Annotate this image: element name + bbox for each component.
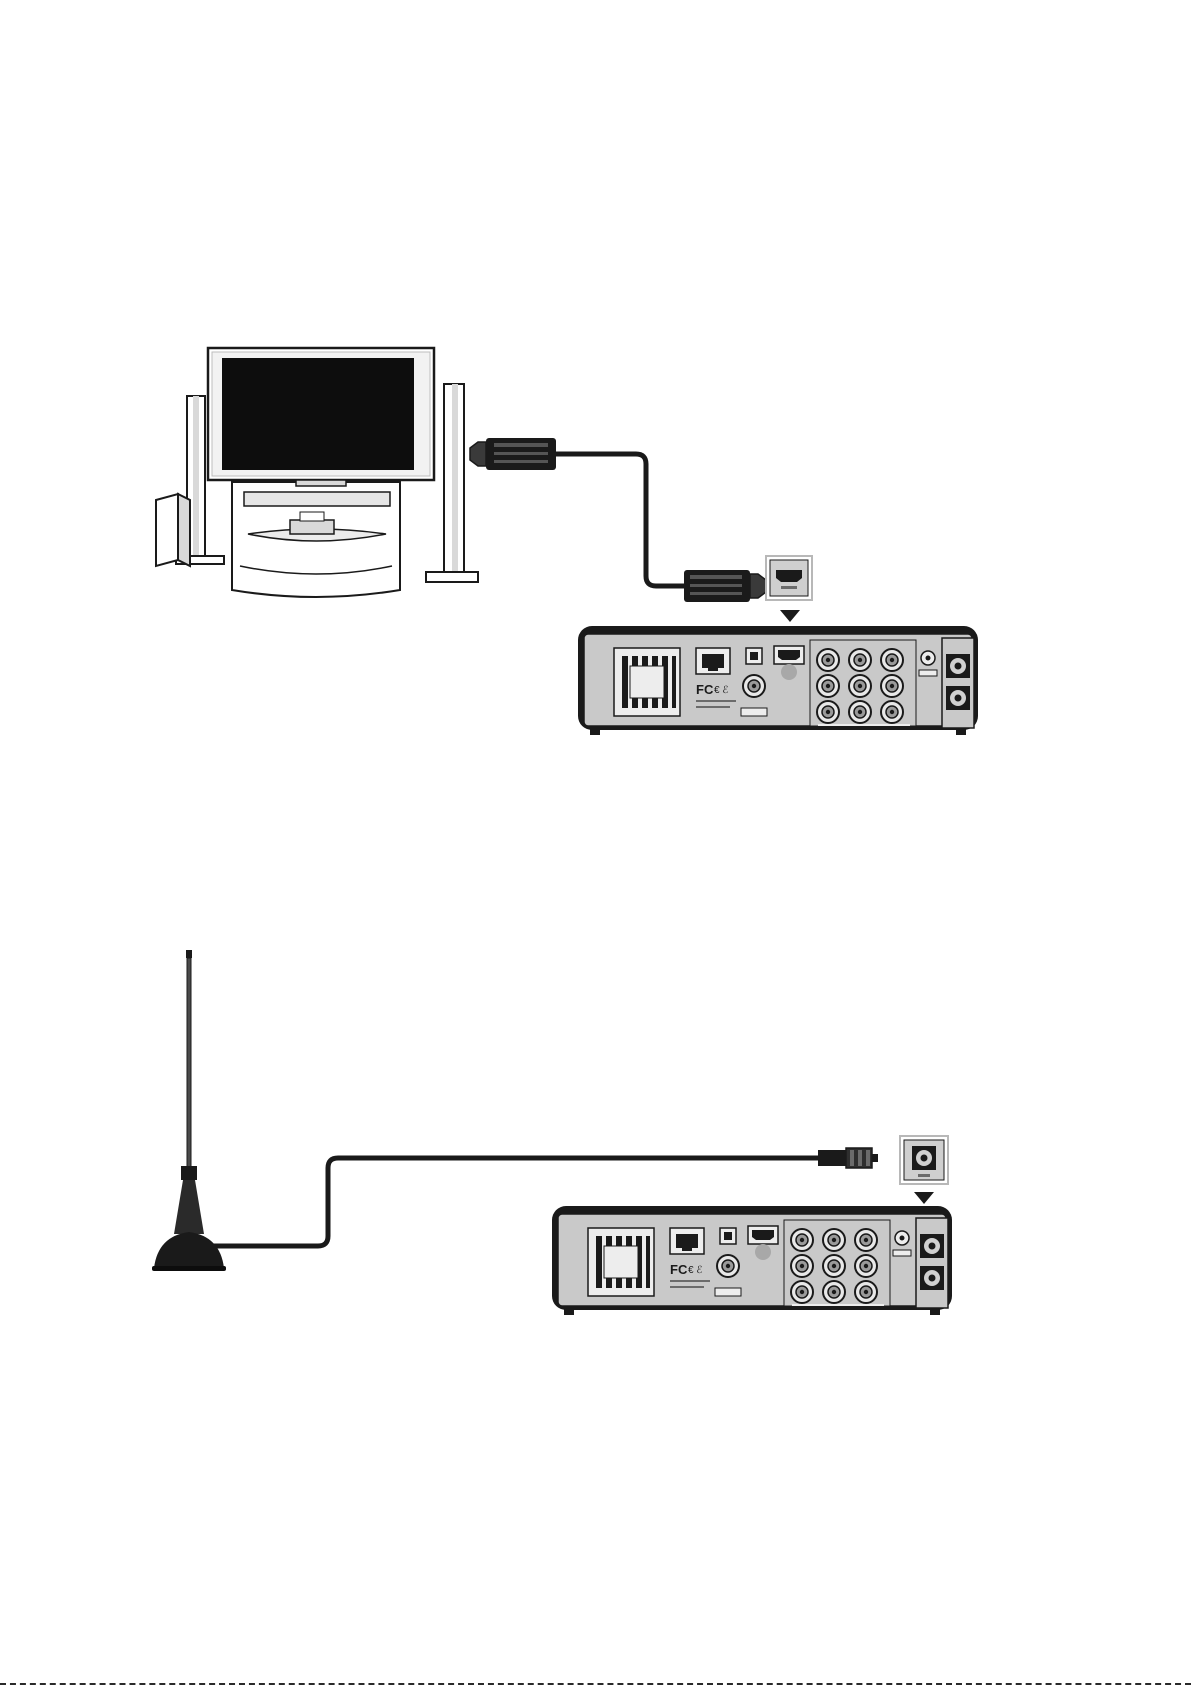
media-player-rear-panel	[578, 626, 978, 735]
tv-antenna-icon	[152, 950, 226, 1271]
hdmi-connection-figure	[156, 348, 978, 735]
hdmi-cable-icon	[470, 438, 766, 602]
pointer-arrow-icon	[914, 1192, 934, 1204]
hdmi-port-callout	[766, 556, 812, 622]
media-player-rear-panel	[552, 1206, 952, 1315]
tv-with-speakers-icon	[156, 348, 478, 597]
antenna-connection-figure	[152, 950, 952, 1315]
pointer-arrow-icon	[780, 610, 800, 622]
rf-in-port-callout	[900, 1136, 948, 1204]
